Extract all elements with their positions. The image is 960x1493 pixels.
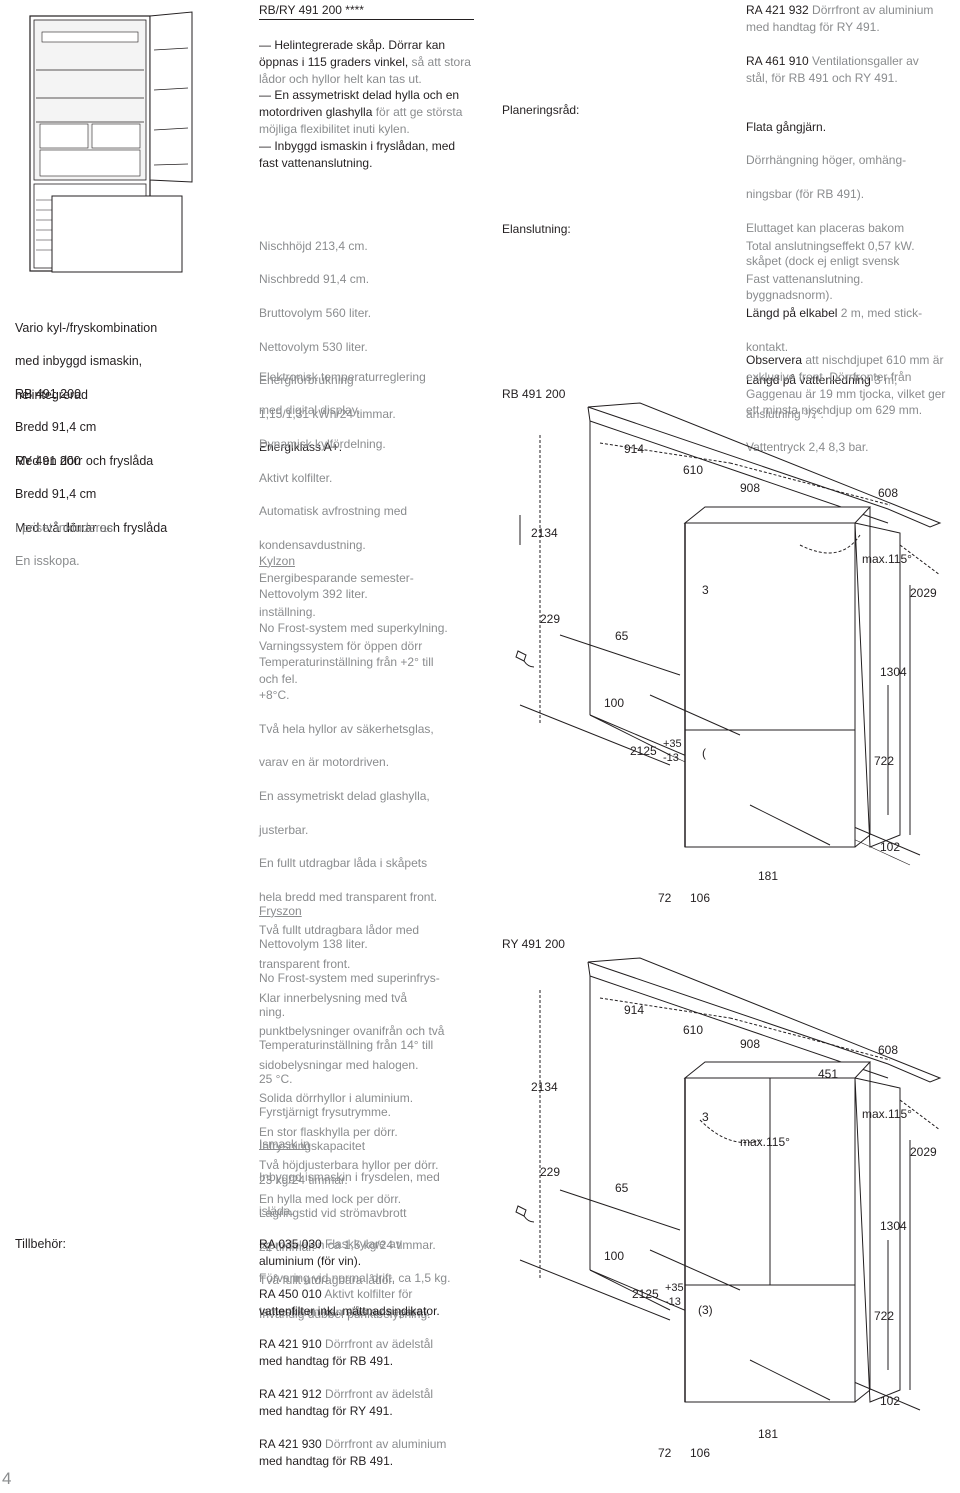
svg-text:max.115°: max.115° bbox=[862, 552, 912, 566]
svg-text:2134: 2134 bbox=[531, 526, 558, 540]
dimension-diagram-rb: 914 610 908 608 2134 max.115° 3 2029 229… bbox=[515, 402, 942, 905]
svg-text:max.115°: max.115° bbox=[862, 1107, 912, 1121]
ismask-title: Ismask in bbox=[259, 1136, 310, 1151]
svg-text:65: 65 bbox=[615, 1181, 629, 1195]
svg-text:+35: +35 bbox=[663, 738, 682, 750]
electric-list: Total anslutningseffekt 0,57 kW. Fast va… bbox=[746, 238, 923, 455]
svg-text:229: 229 bbox=[540, 612, 560, 626]
feature-item: — Inbyggd ismaskin i fryslådan, med fast… bbox=[259, 138, 456, 170]
kylzon-title: Kylzon bbox=[259, 553, 296, 568]
svg-text:2134: 2134 bbox=[531, 1080, 558, 1094]
electric-label: Elanslutning: bbox=[502, 222, 571, 236]
svg-text:451: 451 bbox=[818, 1067, 838, 1081]
feature-item: — Helintegrerade skåp. Dörrar kan öppnas… bbox=[259, 38, 471, 86]
header-rule bbox=[259, 19, 474, 20]
rb-block: RB 491 200 Bredd 91,4 cm Med en dörr och… bbox=[15, 386, 154, 468]
svg-text:-13: -13 bbox=[663, 752, 679, 764]
svg-text:1304: 1304 bbox=[880, 1219, 907, 1233]
product-title: Vario kyl-/fryskombination med inbyggd i… bbox=[15, 320, 158, 402]
diagram-ry-label: RY 491 200 bbox=[502, 937, 565, 951]
diagram-rb-label: RB 491 200 bbox=[502, 387, 566, 401]
energy-class: Energiklass A+. bbox=[259, 440, 343, 455]
included-block: I priset inkluderas: En isskopa. bbox=[15, 520, 117, 569]
svg-text:102: 102 bbox=[880, 1394, 900, 1408]
svg-text:3: 3 bbox=[702, 1110, 709, 1124]
svg-text:608: 608 bbox=[878, 486, 898, 500]
planning-list: Flata gångjärn. Dörrhängning höger, omhä… bbox=[746, 119, 907, 302]
svg-text:181: 181 bbox=[758, 869, 778, 883]
electronics-list: Elektronisk temperaturreglering med digi… bbox=[259, 369, 426, 687]
accessories-label: Tillbehör: bbox=[15, 1237, 66, 1251]
svg-text:65: 65 bbox=[615, 629, 629, 643]
fryszon-section: Fryszon Nettovolym 138 liter. No Frost-s… bbox=[259, 903, 440, 1321]
svg-text:+35: +35 bbox=[665, 1282, 684, 1294]
svg-text:229: 229 bbox=[540, 1165, 560, 1179]
svg-text:100: 100 bbox=[604, 1249, 624, 1263]
svg-text:722: 722 bbox=[874, 754, 894, 768]
svg-text:908: 908 bbox=[740, 1037, 760, 1051]
svg-text:908: 908 bbox=[740, 481, 760, 495]
svg-text:2125: 2125 bbox=[632, 1287, 659, 1301]
dimension-diagram-ry: 914 610 908 608 451 2134 3 max.115° max.… bbox=[515, 957, 942, 1460]
water-tap-icon bbox=[515, 1205, 535, 1223]
svg-text:106: 106 bbox=[690, 891, 710, 905]
svg-text:608: 608 bbox=[878, 1043, 898, 1057]
svg-text:-13: -13 bbox=[665, 1296, 681, 1308]
spec-list: Nischhöjd 213,4 cm. Nischbredd 91,4 cm. … bbox=[259, 238, 396, 455]
ry-block: RY 491 200 Bredd 91,4 cm Med två dörrar … bbox=[15, 453, 168, 535]
svg-text:2125: 2125 bbox=[630, 744, 657, 758]
observe-note: Observera att nischdjupet 610 mm är exkl… bbox=[746, 353, 946, 418]
svg-text:72: 72 bbox=[658, 1446, 672, 1460]
svg-text:2029: 2029 bbox=[910, 1145, 937, 1159]
svg-text:102: 102 bbox=[880, 840, 900, 854]
svg-text:610: 610 bbox=[683, 1023, 703, 1037]
svg-text:106: 106 bbox=[690, 1446, 710, 1460]
planning-label: Planeringsråd: bbox=[502, 103, 580, 117]
svg-text:914: 914 bbox=[624, 1003, 644, 1017]
svg-text:max.115°: max.115° bbox=[740, 1135, 790, 1149]
svg-text:2029: 2029 bbox=[910, 586, 937, 600]
svg-text:722: 722 bbox=[874, 1309, 894, 1323]
svg-text:3: 3 bbox=[702, 583, 709, 597]
svg-text:72: 72 bbox=[658, 891, 672, 905]
svg-text:181: 181 bbox=[758, 1427, 778, 1441]
ismask-section: Ismask in Inbyggd ismaskin i frysdelen, … bbox=[259, 1136, 451, 1319]
water-tap-icon bbox=[515, 650, 535, 668]
svg-text:610: 610 bbox=[683, 463, 703, 477]
feature-list: — Helintegrerade skåp. Dörrar kan öppnas… bbox=[259, 37, 477, 171]
fryszon-title: Fryszon bbox=[259, 903, 302, 918]
svg-text:(3): (3) bbox=[698, 1303, 713, 1317]
svg-text:100: 100 bbox=[604, 696, 624, 710]
feature-item: — En assymetriskt delad hylla och en mot… bbox=[259, 88, 463, 136]
fridge-illustration bbox=[29, 11, 193, 273]
svg-text:(: ( bbox=[702, 746, 706, 760]
page-number: 4 bbox=[2, 1469, 12, 1488]
svg-text:914: 914 bbox=[624, 442, 644, 456]
svg-text:1304: 1304 bbox=[880, 665, 907, 679]
kylzon-section: Kylzon Nettovolym 392 liter. No Frost-sy… bbox=[259, 553, 448, 1207]
model-header: RB/RY 491 200 **** bbox=[259, 3, 364, 17]
